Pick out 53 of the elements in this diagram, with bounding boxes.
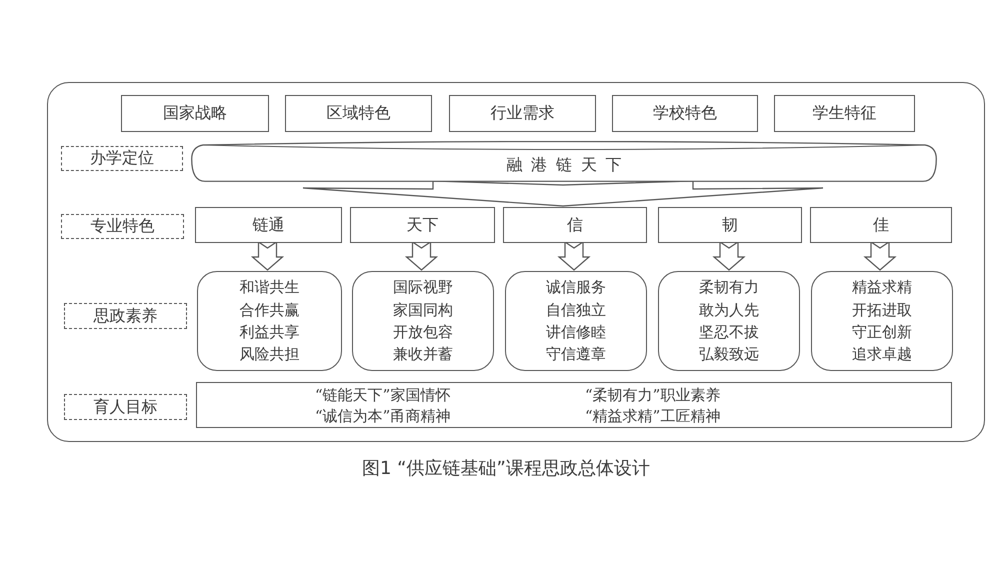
factor-box: 学校特色	[612, 95, 758, 132]
block-arrow	[863, 240, 897, 271]
goal-text: “柔韧有力”职业素养	[585, 386, 720, 404]
figure-caption: 图1 “供应链基础”课程思政总体设计	[362, 457, 650, 480]
quality-text: 开拓进取	[852, 300, 912, 321]
quality-box	[811, 271, 953, 371]
quality-text: 坚忍不拔	[699, 322, 759, 343]
feature-box: 佳	[810, 207, 952, 243]
block-arrow	[404, 240, 438, 271]
quality-text: 自信独立	[546, 300, 606, 321]
factor-box: 国家战略	[121, 95, 269, 132]
goal-text: “诚信为本”甬商精神	[315, 407, 450, 425]
row-heading-box: 专业特色	[61, 214, 184, 239]
feature-box: 韧	[658, 207, 802, 243]
quality-text: 家国同构	[393, 300, 453, 321]
block-arrow	[712, 240, 746, 271]
quality-box	[197, 271, 342, 371]
quality-box	[658, 271, 800, 371]
banner-band: 融港链天下	[191, 141, 937, 182]
quality-text: 诚信服务	[546, 277, 606, 298]
block-arrow	[557, 240, 591, 271]
factor-box: 区域特色	[285, 95, 432, 132]
quality-text: 风险共担	[240, 344, 300, 366]
quality-text: 讲信修睦	[546, 322, 606, 343]
quality-text: 精益求精	[852, 277, 912, 298]
row-heading-box: 思政素养	[64, 303, 187, 329]
quality-text: 利益共享	[240, 322, 300, 343]
quality-text: 国际视野	[393, 277, 453, 298]
goal-text: “链能天下”家国情怀	[315, 386, 450, 404]
quality-text: 追求卓越	[852, 344, 912, 366]
factor-box: 学生特征	[774, 95, 915, 132]
quality-text: 开放包容	[393, 322, 453, 343]
quality-box	[352, 271, 494, 371]
wide-block-arrow	[302, 180, 824, 207]
quality-text: 弘毅致远	[699, 344, 759, 366]
quality-text: 合作共赢	[240, 300, 300, 321]
block-arrow	[250, 240, 284, 271]
diagram-frame	[47, 82, 985, 442]
row-heading-box: 育人目标	[64, 394, 187, 420]
quality-text: 和谐共生	[240, 277, 300, 298]
quality-box	[505, 271, 647, 371]
quality-text: 兼收并蓄	[393, 344, 453, 366]
quality-text: 敢为人先	[699, 300, 759, 321]
row-heading-box: 办学定位	[61, 146, 183, 171]
quality-text: 守信遵章	[546, 344, 606, 366]
feature-box: 信	[503, 207, 647, 243]
goal-text: “精益求精”工匠精神	[585, 407, 720, 425]
feature-box: 链通	[195, 207, 342, 243]
goal-box	[196, 382, 952, 428]
quality-text: 守正创新	[852, 322, 912, 343]
quality-text: 柔韧有力	[699, 277, 759, 298]
feature-box: 天下	[350, 207, 495, 243]
factor-box: 行业需求	[449, 95, 596, 132]
